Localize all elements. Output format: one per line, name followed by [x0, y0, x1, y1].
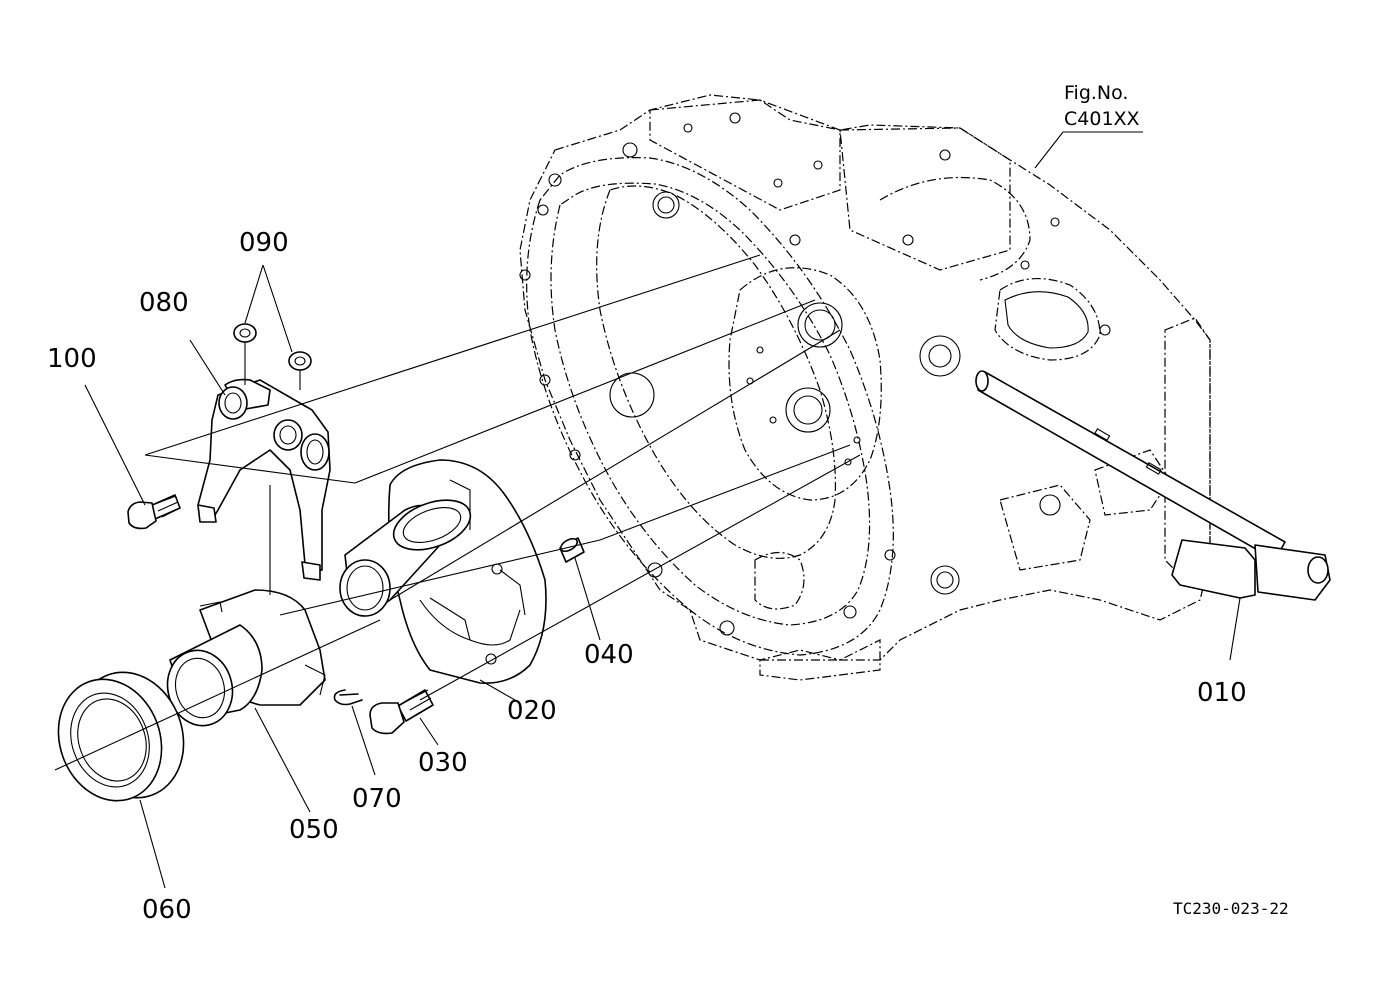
fig-no-leader: [1034, 131, 1143, 169]
part-080-release-fork: [189, 339, 331, 595]
callout-100: 100: [47, 344, 97, 374]
part-020-bearing-holder: [339, 459, 547, 701]
transmission-case: [519, 94, 1211, 681]
fig-no-label: Fig.No.: [1064, 82, 1129, 104]
callout-060: 060: [142, 895, 192, 925]
part-090-washers: [233, 264, 312, 390]
part-050-release-hub: [166, 589, 326, 813]
drawing-code: TC230-023-22: [1173, 899, 1289, 918]
assembly-lines: [54, 254, 861, 771]
callout-050: 050: [289, 815, 339, 845]
part-030-bolt: [369, 689, 439, 746]
callout-080: 080: [139, 288, 189, 318]
callout-040: 040: [584, 640, 634, 670]
part-100-bolt: [84, 384, 181, 530]
part-070-clip: [333, 689, 376, 776]
part-040-pin: [559, 537, 601, 641]
callout-010: 010: [1197, 678, 1247, 708]
fig-no-value[interactable]: C401XX: [1064, 108, 1140, 130]
callout-090: 090: [239, 228, 289, 258]
part-010-release-shaft: [975, 370, 1331, 661]
callout-070: 070: [352, 784, 402, 814]
callout-020: 020: [507, 696, 557, 726]
callout-030: 030: [418, 748, 468, 778]
